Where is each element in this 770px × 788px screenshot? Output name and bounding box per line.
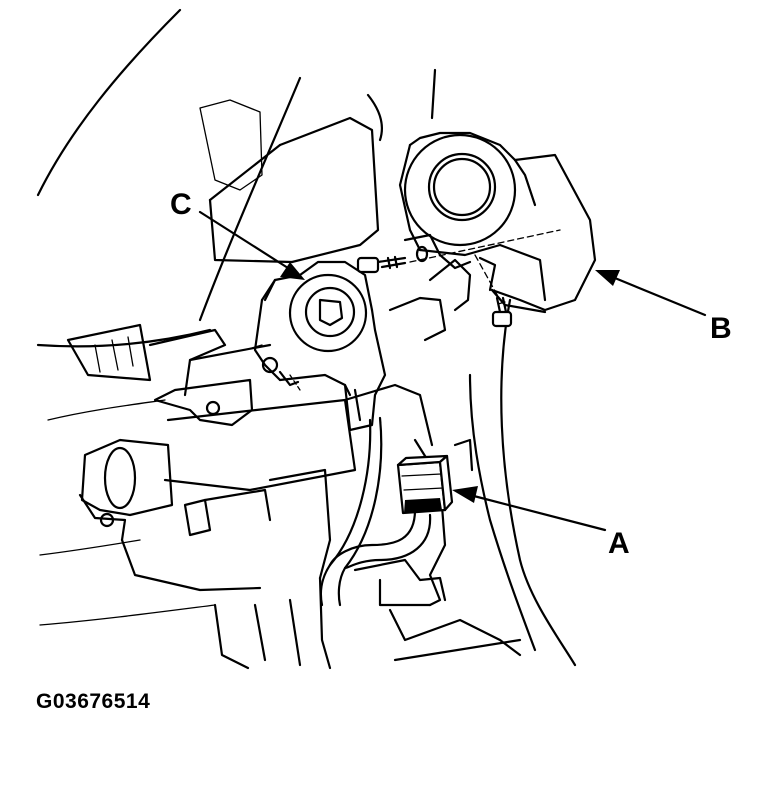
mounting-screw-upper (356, 255, 407, 274)
leader-arrow-c (198, 210, 305, 280)
ignition-switch-b (398, 131, 597, 314)
callout-label-b: B (710, 312, 732, 345)
steering-column-outline (36, 8, 437, 626)
wire-harness (319, 416, 432, 607)
figure-id: G03676514 (36, 690, 151, 713)
mounting-screw-lower (491, 296, 513, 328)
callout-label-a: A (608, 527, 630, 560)
callout-label-c: C (170, 188, 192, 221)
leader-arrow-a (452, 486, 607, 532)
leader-arrow-b (595, 270, 707, 317)
lower-cover (353, 298, 577, 667)
connector-a (396, 454, 454, 515)
alignment-lines (409, 229, 561, 301)
column-housing (66, 116, 472, 670)
lock-cylinder-c (244, 260, 387, 432)
